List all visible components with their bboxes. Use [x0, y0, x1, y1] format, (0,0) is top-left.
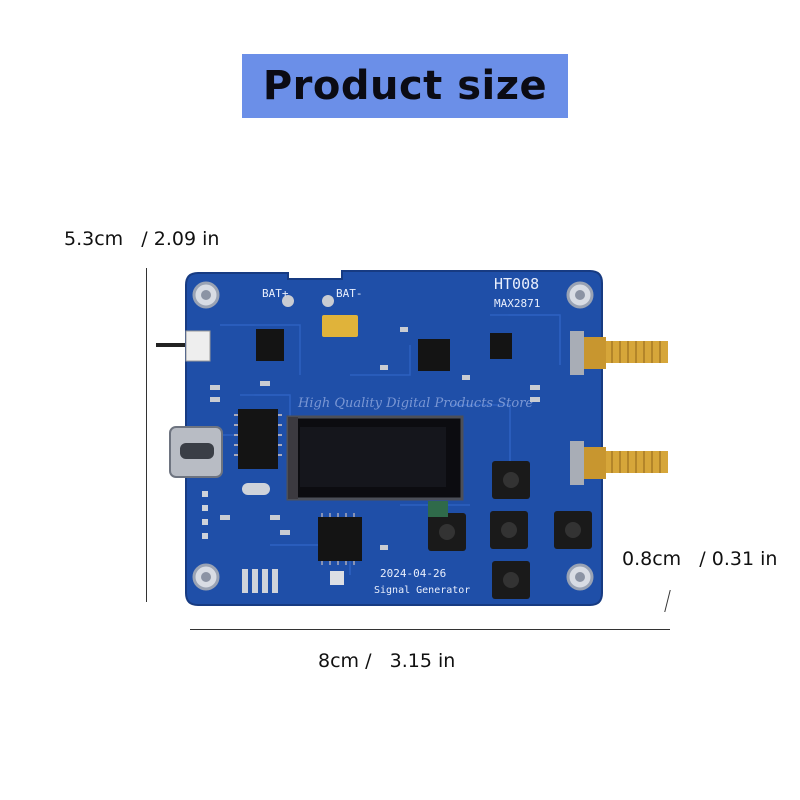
sma-connectors [570, 331, 668, 485]
bat-plus-label: BAT+ [262, 287, 289, 300]
ic-u9 [490, 333, 512, 359]
max2871-chip [418, 339, 450, 371]
pcb-board-photo: High Quality Digital Products Store [150, 255, 680, 615]
tantalum-capacitor [322, 315, 358, 337]
date-label: 2024-04-26 [380, 567, 446, 580]
ic-u2 [256, 329, 284, 361]
thickness-label: 0.8cm / 0.31 in [622, 548, 778, 570]
height-label: 5.3cm / 2.09 in [64, 228, 220, 250]
crystal [242, 483, 270, 495]
title-banner: Product size [242, 54, 568, 118]
switch-connector [185, 330, 211, 362]
mounting-holes [192, 281, 594, 591]
chip-label: MAX2871 [494, 297, 540, 310]
board-name-label: Signal Generator [374, 585, 470, 596]
ic-u1 [238, 409, 278, 469]
watermark-text: High Quality Digital Products Store [297, 396, 533, 411]
width-label: 8cm / 3.15 in [318, 650, 456, 672]
width-dimension-line [190, 629, 670, 630]
bat-minus-label: BAT- [336, 287, 363, 300]
height-dimension-line [146, 268, 147, 602]
model-label: HT008 [494, 275, 539, 293]
mcu-chip [318, 517, 362, 561]
switch-lever [156, 343, 188, 347]
tactile-buttons [428, 461, 592, 599]
header-pins [242, 569, 278, 593]
page-title: Product size [262, 63, 548, 109]
